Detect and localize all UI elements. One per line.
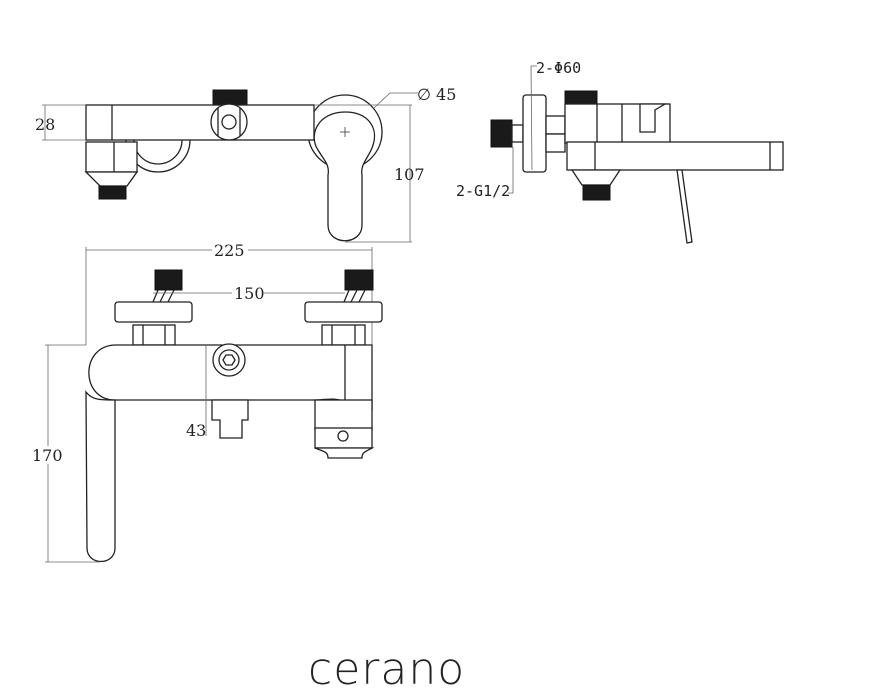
top-thread (212, 89, 248, 106)
outlet-block (85, 141, 138, 173)
nut-right (321, 324, 366, 346)
diverter-knob-center (221, 114, 237, 130)
outlet-thread (582, 184, 611, 201)
front-view: 28 107 ∅ 45 (35, 85, 456, 243)
dim-225: 225 (214, 241, 245, 260)
plate-diameter-label: 2-Φ60 (536, 59, 581, 77)
top-view: 225 150 170 43 (30, 241, 383, 563)
dim-43: 43 (186, 421, 206, 440)
diameter-leader-line (373, 92, 418, 109)
brand-logo: cerano (308, 644, 465, 695)
spout-hole (337, 430, 349, 442)
top-thread (564, 90, 598, 105)
bath-spout-outlet (314, 447, 375, 459)
outlet-cone (570, 169, 622, 186)
thread-leader-line (508, 147, 514, 194)
wall-plate (522, 94, 547, 173)
dim-diameter-45: ∅ 45 (417, 85, 456, 104)
thread-label: 2-G1/2 (456, 182, 510, 200)
diverter-knob (210, 103, 248, 141)
connector-nut (545, 133, 566, 153)
plate-leader-line (530, 65, 537, 171)
wall-plate-left (114, 301, 193, 323)
inlet-neck (511, 124, 524, 143)
dim-170: 170 (32, 446, 63, 465)
handle-base (639, 103, 668, 133)
diverter-outlet (211, 399, 249, 439)
dim-107: 107 (394, 165, 425, 184)
wall-plate-right (304, 301, 383, 323)
hex-socket (222, 354, 236, 366)
body-bar (85, 104, 315, 141)
label-background (232, 285, 264, 301)
outlet-cone (84, 171, 139, 187)
diverter-inner-ring (218, 349, 240, 371)
nut-left (132, 324, 176, 346)
spout-housing (314, 399, 373, 431)
inlet-thread-left (154, 269, 183, 291)
outlet-thread (98, 185, 127, 200)
connector-nut (545, 115, 566, 135)
inlet-thread (490, 119, 513, 148)
side-view: 2-Φ60 2-G1/2 (456, 59, 784, 244)
eccentric-connectors (152, 289, 366, 303)
diverter-top (212, 343, 246, 377)
dim-28: 28 (35, 115, 55, 134)
dim-150: 150 (234, 284, 265, 303)
handle-lever (313, 111, 376, 242)
label-background (30, 446, 64, 464)
inlet-thread-right (344, 269, 374, 291)
spout (566, 141, 784, 171)
lever-top (85, 390, 116, 563)
side-lever (676, 169, 693, 244)
label-background (212, 242, 248, 258)
